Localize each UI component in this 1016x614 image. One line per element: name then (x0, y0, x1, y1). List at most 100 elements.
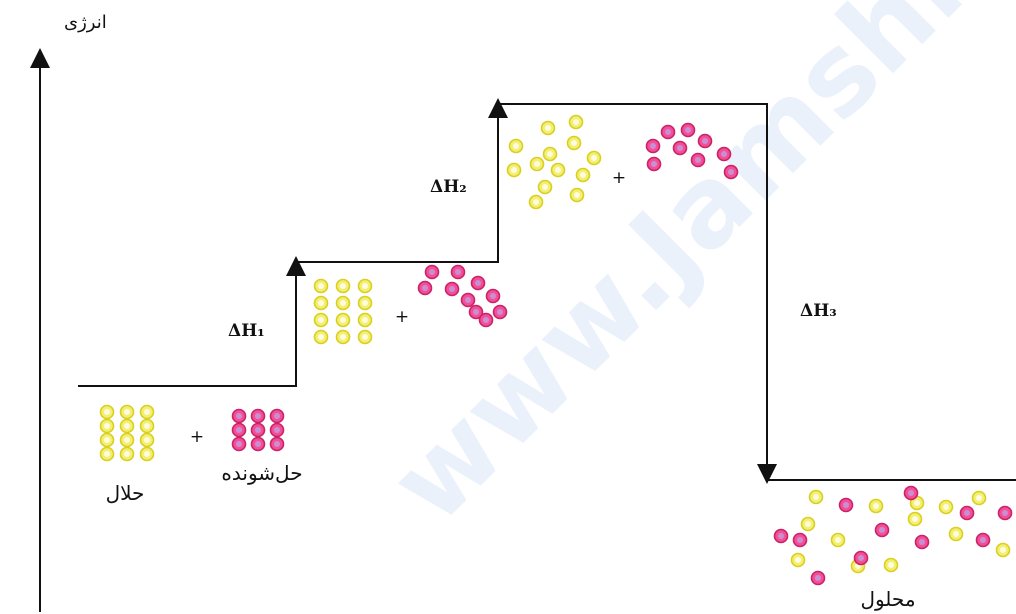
dh1-label: ΔH₁ (228, 321, 265, 341)
solute-particle-core (1002, 510, 1008, 516)
solvent-particle-core (318, 300, 324, 306)
solute-particle-core (429, 269, 435, 275)
solvent-particle-core (104, 409, 110, 415)
solvent-particle-core (953, 531, 959, 537)
solvent-particle-core (104, 437, 110, 443)
solute-particle-core (651, 161, 657, 167)
solvent-particle-core (362, 334, 368, 340)
solute-particle-core (677, 145, 683, 151)
solute-particle-core (274, 441, 280, 447)
solution-particles-mixed (773, 485, 1013, 586)
solute-particle-core (650, 143, 656, 149)
solvent-particle-core (124, 437, 130, 443)
solute-label: حل‌شونده (221, 461, 302, 485)
solute-particle-core (858, 555, 864, 561)
solvent-label: حلال (106, 481, 145, 505)
solvent-particle-core (976, 495, 982, 501)
solvent-particles-separated (313, 278, 373, 345)
solvent-particle-core (511, 167, 517, 173)
solute-particle-core (695, 157, 701, 163)
solute-particle-core (778, 533, 784, 539)
solute-particle-core (728, 169, 734, 175)
solvent-particle-core (533, 199, 539, 205)
solvent-particle-core (888, 562, 894, 568)
solute-particle-core (721, 151, 727, 157)
solvent-particle-core (534, 161, 540, 167)
plus-sign-initial: + (190, 427, 204, 447)
solvent-particle-core (318, 317, 324, 323)
solvent-particles-expanded (506, 114, 602, 210)
solvent-particle-core (542, 184, 548, 190)
solvent-particle-core (574, 192, 580, 198)
solvent-particle-core (912, 516, 918, 522)
solvent-particle-core (144, 409, 150, 415)
solute-particle-core (815, 575, 821, 581)
solute-particle-core (455, 269, 461, 275)
solvent-particle-core (555, 167, 561, 173)
solvent-particle-core (873, 503, 879, 509)
solute-particle-core (255, 413, 261, 419)
solvent-particle-core (1000, 547, 1006, 553)
solute-particle-core (236, 413, 242, 419)
solvent-particle-core (914, 500, 920, 506)
solvent-particle-core (513, 143, 519, 149)
solvent-particles-initial (99, 404, 155, 462)
solute-particle-core (702, 138, 708, 144)
solute-particle-core (665, 129, 671, 135)
solvent-particle-core (104, 451, 110, 457)
solvent-particle-core (545, 125, 551, 131)
solute-particles-expanded (645, 122, 739, 180)
solvent-particle-core (795, 557, 801, 563)
solute-particle-core (255, 441, 261, 447)
solvent-particle-core (124, 409, 130, 415)
solvent-particle-core (835, 537, 841, 543)
solute-particle-core (236, 427, 242, 433)
solute-particles-partly-separated (417, 264, 508, 328)
solvent-particle-core (144, 423, 150, 429)
energy-axis-label: انرژی (64, 12, 107, 33)
solute-particle-core (422, 285, 428, 291)
solvent-particle-core (362, 317, 368, 323)
solvent-particle-core (318, 283, 324, 289)
solute-particle-core (685, 127, 691, 133)
solvent-particle-core (547, 151, 553, 157)
solute-particles-initial (231, 408, 285, 452)
solvent-particle-core (340, 317, 346, 323)
solute-particle-core (879, 527, 885, 533)
solute-particle-core (980, 537, 986, 543)
solvent-particle-core (124, 451, 130, 457)
solvent-particle-core (591, 155, 597, 161)
dh2-label: ΔH₂ (430, 177, 467, 197)
solute-particle-core (797, 537, 803, 543)
solute-particle-core (490, 293, 496, 299)
solvent-particle-core (805, 521, 811, 527)
solvent-particle-core (318, 334, 324, 340)
dh3-label: ΔH₃ (800, 301, 837, 321)
solvent-particle-core (362, 283, 368, 289)
solvent-particle-core (340, 300, 346, 306)
solute-particle-core (473, 309, 479, 315)
solute-particle-core (919, 539, 925, 545)
solute-particle-core (475, 280, 481, 286)
solvent-particle-core (580, 172, 586, 178)
solvent-particle-core (571, 140, 577, 146)
solvent-particle-core (573, 119, 579, 125)
solute-particle-core (236, 441, 242, 447)
solvent-particle-core (104, 423, 110, 429)
solute-particle-core (483, 317, 489, 323)
solution-label: محلول (860, 587, 915, 611)
solute-particle-core (274, 413, 280, 419)
solute-particle-core (908, 490, 914, 496)
solvent-particle-core (943, 504, 949, 510)
plus-sign-step1: + (395, 307, 409, 327)
solute-particle-core (274, 427, 280, 433)
solvent-particle-core (124, 423, 130, 429)
solvent-particle-core (340, 334, 346, 340)
solute-particle-core (497, 309, 503, 315)
solvent-particle-core (362, 300, 368, 306)
solute-particle-core (449, 286, 455, 292)
solvent-particle-core (144, 437, 150, 443)
solute-particle-core (255, 427, 261, 433)
plus-sign-step2: + (612, 168, 626, 188)
